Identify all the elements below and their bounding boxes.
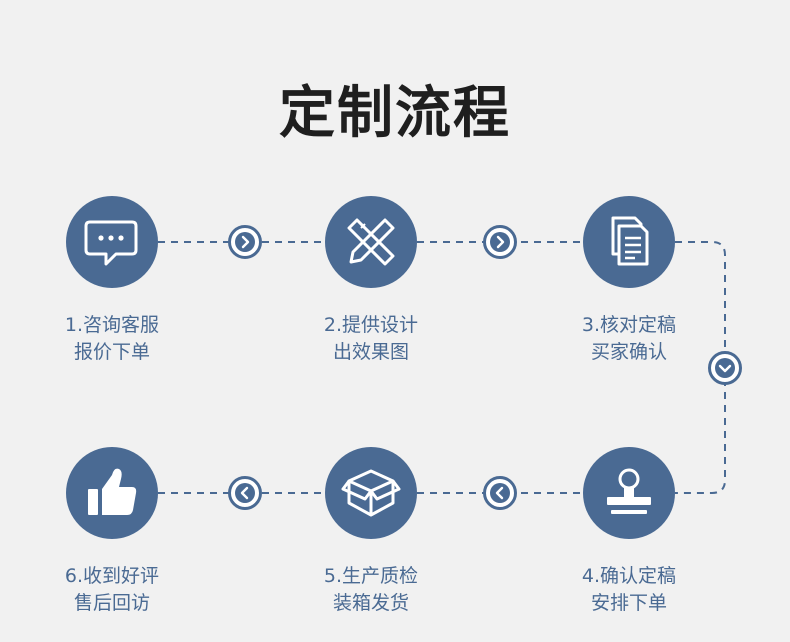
chevron-down-icon (718, 364, 732, 373)
chevron-left-icon (240, 486, 249, 500)
step-4-label: 4.确认定稿 安排下单 (529, 563, 729, 617)
step-1-label: 1.咨询客服 报价下单 (12, 312, 212, 366)
arrow-right-1 (228, 225, 262, 259)
step-4-subtitle: 安排下单 (590, 592, 667, 614)
step-3-title: 3.核对定稿 (581, 314, 677, 336)
step-2-circle (325, 196, 417, 288)
step-4-circle (583, 447, 675, 539)
chevron-left-icon (495, 486, 504, 500)
thumbs-up-icon (88, 468, 137, 515)
step-5-circle (325, 447, 417, 539)
chevron-right-icon (496, 235, 505, 249)
step-2-label: 2.提供设计 出效果图 (271, 312, 471, 366)
arrow-right-2 (483, 225, 517, 259)
box-icon (341, 469, 401, 517)
step-6-title: 6.收到好评 (64, 565, 160, 587)
step-2-title: 2.提供设计 (323, 314, 419, 336)
step-6-subtitle: 售后回访 (73, 592, 150, 614)
step-5-label: 5.生产质检 装箱发货 (271, 563, 471, 617)
step-6-circle (66, 447, 158, 539)
page-title: 定制流程 (279, 81, 511, 146)
step-3-label: 3.核对定稿 买家确认 (529, 312, 729, 366)
chevron-right-icon (241, 235, 250, 249)
arrow-left-1 (483, 476, 517, 510)
chat-bubble-icon (84, 220, 138, 266)
documents-icon (611, 216, 649, 266)
arrow-down (708, 351, 742, 385)
step-1-subtitle: 报价下单 (73, 341, 150, 363)
pencil-ruler-icon (347, 218, 395, 266)
step-6-label: 6.收到好评 售后回访 (12, 563, 212, 617)
step-1-circle (66, 196, 158, 288)
step-5-title: 5.生产质检 (323, 565, 419, 587)
stamp-icon (607, 468, 651, 514)
arrow-left-2 (228, 476, 262, 510)
step-4-title: 4.确认定稿 (581, 565, 677, 587)
step-2-subtitle: 出效果图 (332, 341, 409, 363)
step-3-subtitle: 买家确认 (590, 341, 667, 363)
step-1-title: 1.咨询客服 (64, 314, 160, 336)
step-3-circle (583, 196, 675, 288)
step-5-subtitle: 装箱发货 (332, 592, 409, 614)
